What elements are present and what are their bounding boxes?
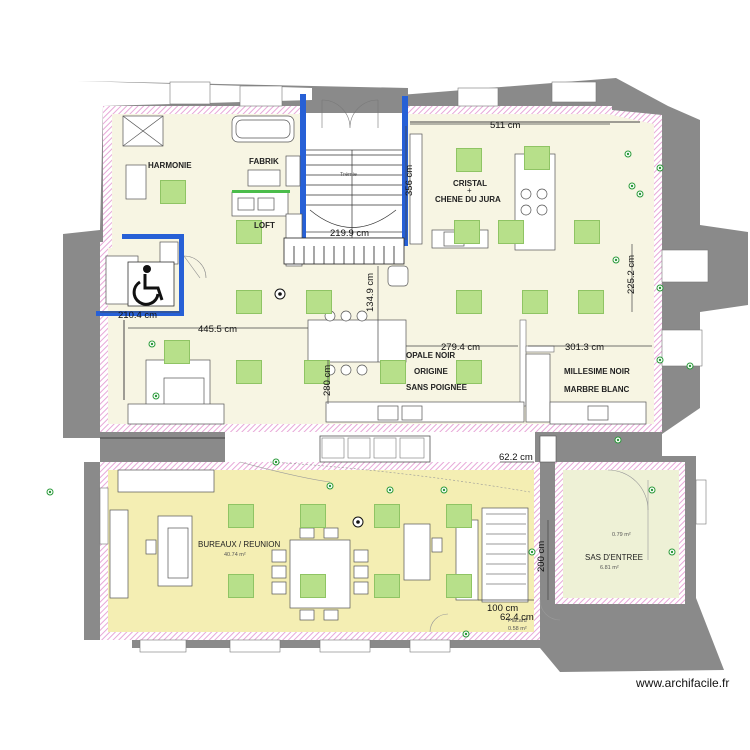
room-label-sans-poignee: SANS POIGNEE [406, 383, 468, 392]
room-label-loft: LOFT [254, 221, 275, 230]
dim-2794: 279.4 cm [441, 342, 480, 353]
dim-511: 511 cm [490, 120, 521, 131]
room-area-sas: 6.81 m² [600, 565, 619, 571]
office-chairs [145, 527, 443, 621]
dimension-lines [100, 123, 652, 601]
fixtures-right [307, 133, 647, 425]
room-label-marbre: MARBRE BLANC [564, 385, 630, 394]
dim-3013: 301.3 cm [565, 342, 604, 353]
room-label-sas: SAS D'ENTREE [585, 553, 643, 562]
dim-1349: 134.9 cm [365, 273, 376, 312]
corridor [100, 432, 557, 463]
dim-622: 62.2 cm [499, 452, 533, 463]
doors [239, 461, 649, 633]
room-label-cristal: CRISTAL [453, 179, 487, 188]
room-label-millesime: MILLESIME NOIR [564, 367, 630, 376]
dim-356: 356 cm [404, 165, 415, 196]
room-label-bureaux: BUREAUX / REUNION [198, 540, 280, 549]
room-label-opale-noir: OPALE NOIR [406, 351, 455, 360]
watermark-text: www.archifacile.fr [636, 676, 730, 690]
windows [99, 81, 709, 653]
room-label-origine: ORIGINE [414, 367, 448, 376]
room-label-harmonie: HARMONIE [148, 161, 192, 170]
wheelchair-icon [127, 261, 175, 307]
room-area-bureaux: 40.74 m² [224, 552, 246, 558]
room-area-placard: 0.58 m² [508, 626, 527, 632]
upper-dividers [123, 121, 640, 407]
stair-label: Trémie [340, 172, 357, 178]
room-label-placard: Placard [508, 618, 527, 624]
room-label-chene: CHENE DU JURA [435, 195, 501, 204]
fabrik-green-strip [232, 190, 290, 193]
stairwell: Trémie [300, 99, 408, 245]
room-area-sas-small: 0.79 m² [612, 532, 631, 538]
dim-200: 200 cm [536, 541, 547, 572]
dim-4455: 445.5 cm [198, 324, 237, 335]
target-icon [274, 288, 364, 528]
counter-stripes [293, 246, 395, 264]
dim-100: 100 cm [487, 603, 518, 614]
dim-624: 62.4 cm [500, 612, 534, 623]
dim-280: 280 cm [322, 365, 333, 396]
dim-2104: 210.4 cm [118, 310, 157, 321]
room-label-plus: + [467, 186, 472, 195]
dim-2252: 225.2 cm [626, 255, 637, 294]
stair-lower [486, 513, 526, 585]
dim-2199: 219.9 cm [330, 228, 369, 239]
room-label-fabrik: FABRIK [249, 157, 279, 166]
